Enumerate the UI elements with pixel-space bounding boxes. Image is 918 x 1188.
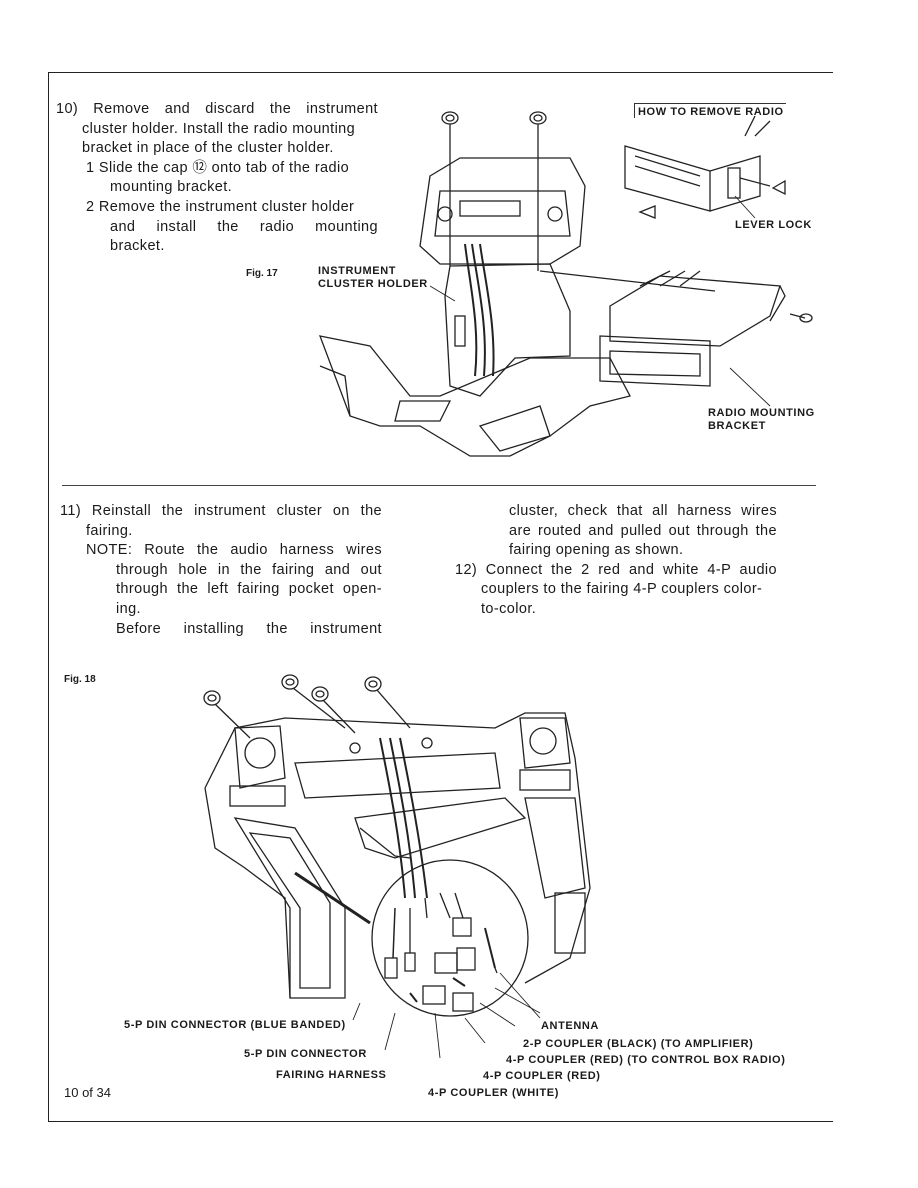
step-11-line-1: 11) Reinstall the instrument cluster on … (60, 503, 382, 519)
step-12-line-2: couplers to the fairing 4-P couplers col… (481, 581, 763, 598)
step-11-note-1: NOTE: Route the audio harness wires (86, 542, 382, 559)
screw-icon (364, 676, 411, 729)
coupler-red-label: 4-P COUPLER (RED) (483, 1070, 601, 1082)
fig-17-label: Fig. 17 (246, 268, 278, 279)
step-11-cont-2: are routed and pulled out through the (509, 522, 777, 539)
step-10-line-3: bracket in place of the cluster holder. (82, 140, 334, 157)
arrow-right-icon (771, 179, 786, 196)
step-10-sub-2a: 2 Remove the instrument cluster holder (86, 198, 355, 215)
coupler-red-control-label: 4-P COUPLER (RED) (TO CONTROL BOX RADIO) (506, 1054, 786, 1066)
fig-17-illustration (318, 111, 813, 457)
din-connector-label: 5-P DIN CONNECTOR (244, 1048, 367, 1060)
page-frame (48, 72, 833, 1122)
fairing-harness-label: FAIRING HARNESS (276, 1069, 387, 1081)
step-10-line-2: cluster holder. Install the radio mounti… (82, 120, 356, 137)
page-number: 10 of 34 (64, 1085, 111, 1100)
antenna-label: ANTENNA (541, 1020, 599, 1032)
step-11-note-4: ing. (116, 600, 141, 617)
coupler-white-label: 4-P COUPLER (WHITE) (428, 1087, 559, 1099)
step-11-line-2: fairing. (86, 522, 133, 539)
fig-18-label: Fig. 18 (64, 674, 96, 685)
how-to-remove-radio-label: HOW TO REMOVE RADIO (634, 103, 786, 118)
lever-lock-label: LEVER LOCK (735, 219, 812, 231)
screw-icon (281, 674, 346, 729)
coupler-black-label: 2-P COUPLER (BLACK) (TO AMPLIFIER) (523, 1038, 754, 1050)
step-11-cont-1: cluster, check that all harness wires (509, 503, 777, 519)
step-11-note-2: through hole in the fairing and out (116, 561, 382, 578)
step-11: 11) Reinstall the instrument cluster on … (60, 502, 382, 639)
step-10: 10) Remove and discard the instrument cl… (56, 100, 378, 257)
step-11-continued: cluster, check that all harness wires ar… (455, 502, 777, 620)
screw-icon (441, 111, 459, 266)
screw-icon (203, 690, 251, 739)
din-connector-blue-label: 5-P DIN CONNECTOR (BLUE BANDED) (124, 1019, 346, 1031)
section-divider (62, 485, 816, 486)
step-11-note-5: Before installing the instrument (116, 620, 382, 637)
step-10-sub-2b: and install the radio mounting (110, 218, 378, 235)
instrument-cluster-holder-label: INSTRUMENT CLUSTER HOLDER (318, 265, 428, 290)
step-10-sub-1a: 1 Slide the cap ⑫ onto tab of the radio (86, 159, 350, 176)
step-11-note-3: through the left fairing pocket open- (116, 581, 382, 598)
radio-mounting-bracket-label: RADIO MOUNTING BRACKET (708, 407, 815, 432)
step-12-line-1: 12) Connect the 2 red and white 4-P audi… (455, 561, 777, 578)
screw-icon (529, 111, 547, 271)
step-11-cont-3: fairing opening as shown. (509, 542, 684, 559)
arrow-left-icon (638, 205, 656, 219)
step-12-line-3: to-color. (481, 600, 537, 617)
screw-icon (311, 686, 356, 734)
step-10-line-1: 10) Remove and discard the instrument (56, 101, 378, 117)
fig-18-illustration (203, 674, 591, 1058)
step-10-sub-1b: mounting bracket. (110, 179, 233, 196)
step-10-sub-2c: bracket. (110, 238, 165, 255)
